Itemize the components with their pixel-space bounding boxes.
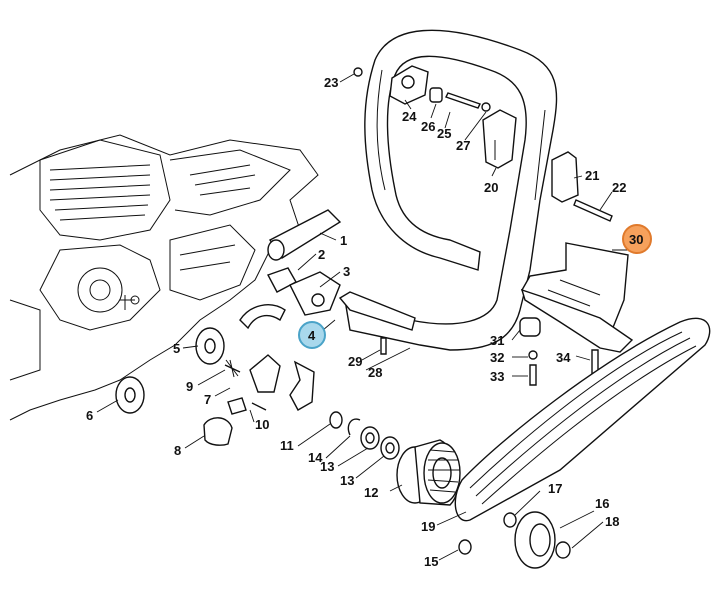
part-clutch-shoe-top xyxy=(239,304,286,330)
callout-28: 28 xyxy=(368,365,382,380)
part-20-guard xyxy=(482,109,517,169)
callout-8: 8 xyxy=(174,443,181,458)
callout-32: 32 xyxy=(490,350,504,365)
part-11-washer xyxy=(329,411,343,429)
part-21-clamp xyxy=(551,151,579,203)
engine-housing xyxy=(9,134,319,421)
callout-6: 6 xyxy=(86,408,93,423)
callout-13b: 13 xyxy=(340,473,354,488)
callout-19: 19 xyxy=(421,519,435,534)
callout-10: 10 xyxy=(255,417,269,432)
part-clutch-shoe-small xyxy=(227,397,247,415)
callout-24: 24 xyxy=(402,109,417,124)
part-13-bearing-b xyxy=(380,436,400,460)
part-7-carrier xyxy=(249,354,281,393)
part-15-washer xyxy=(458,539,472,555)
part-32-washer xyxy=(528,350,538,360)
part-28-bracket xyxy=(338,291,416,331)
part-3-tensioner xyxy=(289,271,341,316)
leader-lines xyxy=(96,73,630,561)
callout-14: 14 xyxy=(308,450,323,465)
callout-4: 4 xyxy=(308,328,316,343)
callout-31: 31 xyxy=(490,333,504,348)
callout-12: 12 xyxy=(364,485,378,500)
handle-frame xyxy=(344,29,558,351)
part-18-nut xyxy=(555,541,571,559)
callout-15: 15 xyxy=(424,554,438,569)
highlight-30 xyxy=(622,224,652,254)
callout-17: 17 xyxy=(548,481,562,496)
part-26-spacer xyxy=(429,87,443,103)
callout-27: 27 xyxy=(456,138,470,153)
callout-9: 9 xyxy=(186,379,193,394)
callout-20: 20 xyxy=(484,180,498,195)
part-13-bearing-a xyxy=(360,426,380,450)
callout-16: 16 xyxy=(595,496,609,511)
callout-13a: 13 xyxy=(320,459,334,474)
callout-23: 23 xyxy=(324,75,338,90)
callout-3: 3 xyxy=(343,264,350,279)
callout-34: 34 xyxy=(556,350,571,365)
callout-2: 2 xyxy=(318,247,325,262)
part-27-nut xyxy=(481,102,491,112)
callout-18: 18 xyxy=(605,514,619,529)
highlight-4 xyxy=(298,321,326,349)
callout-26: 26 xyxy=(421,119,435,134)
part-14-circlip xyxy=(347,418,361,436)
callout-22: 22 xyxy=(612,180,626,195)
part-12-clutch-drum xyxy=(396,439,461,506)
callout-7: 7 xyxy=(204,392,211,407)
callout-21: 21 xyxy=(585,168,599,183)
part-17-washer xyxy=(503,512,517,528)
part-22-screw xyxy=(573,199,613,222)
part-10-spring xyxy=(251,402,267,411)
callout-30: 30 xyxy=(629,232,643,247)
part-31-buffer xyxy=(519,317,541,337)
part-33-screw xyxy=(529,364,537,386)
part-24-bracket xyxy=(389,65,429,105)
part-5-washer xyxy=(195,327,225,365)
callout-11: 11 xyxy=(280,438,294,453)
callout-labels: 1 2 3 4 5 6 7 8 9 10 11 12 13 13 14 15 1… xyxy=(86,75,643,569)
part-16-pulley xyxy=(514,511,556,569)
part-6-disc xyxy=(115,376,145,414)
callout-1: 1 xyxy=(340,233,347,248)
callout-33: 33 xyxy=(490,369,504,384)
part-clutch-shoe-right xyxy=(289,360,315,411)
part-29-screw xyxy=(380,337,387,355)
part-30-belt-guard-bracket xyxy=(520,242,634,353)
part-8-shoe xyxy=(203,417,233,446)
part-25-screw xyxy=(445,92,481,109)
callout-29: 29 xyxy=(348,354,362,369)
part-23-nut xyxy=(353,67,363,77)
callout-5: 5 xyxy=(173,341,180,356)
callout-25: 25 xyxy=(437,126,451,141)
